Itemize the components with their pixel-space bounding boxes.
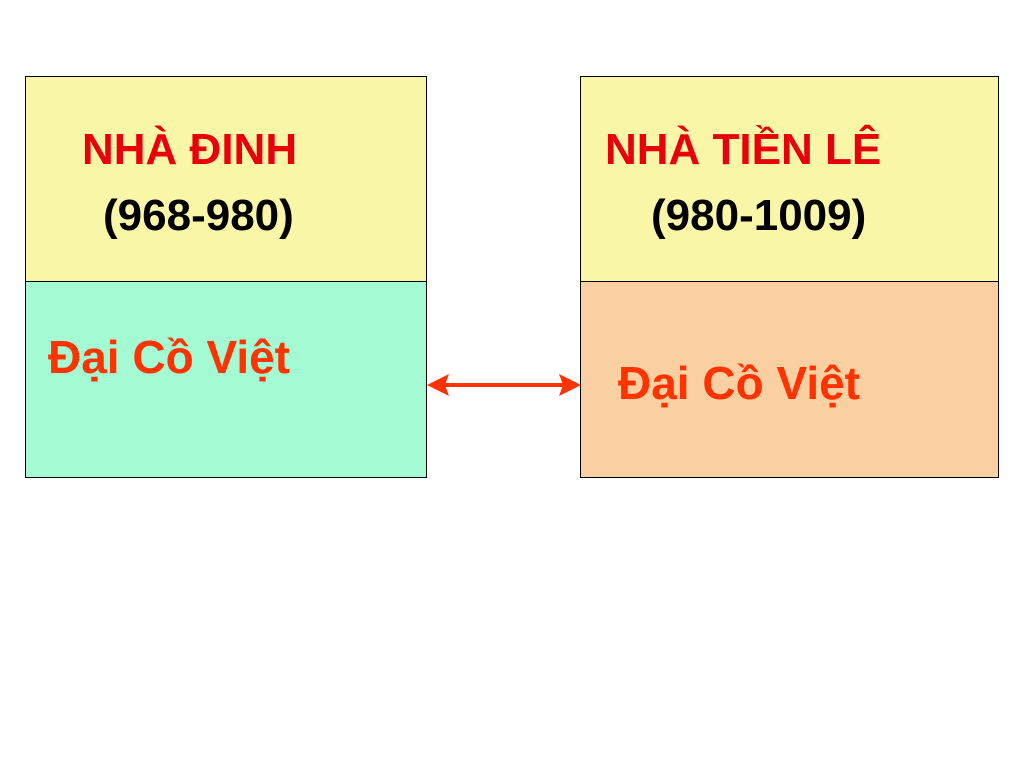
right-dynasty-years: (980-1009) [651,191,867,240]
right-country-name: Đại Cồ Việt [618,357,860,409]
left-dynasty-title: NHÀ ĐINH [82,125,298,174]
left-dynasty-years: (968-980) [103,191,294,240]
right-dynasty-title: NHÀ TIỀN LÊ [605,125,882,174]
left-header-box [25,76,427,282]
left-body-box [25,281,427,478]
left-country-name: Đại Cồ Việt [48,331,290,383]
right-body-box [580,281,999,478]
right-header-box [580,76,999,282]
double-arrow-icon [427,374,581,396]
